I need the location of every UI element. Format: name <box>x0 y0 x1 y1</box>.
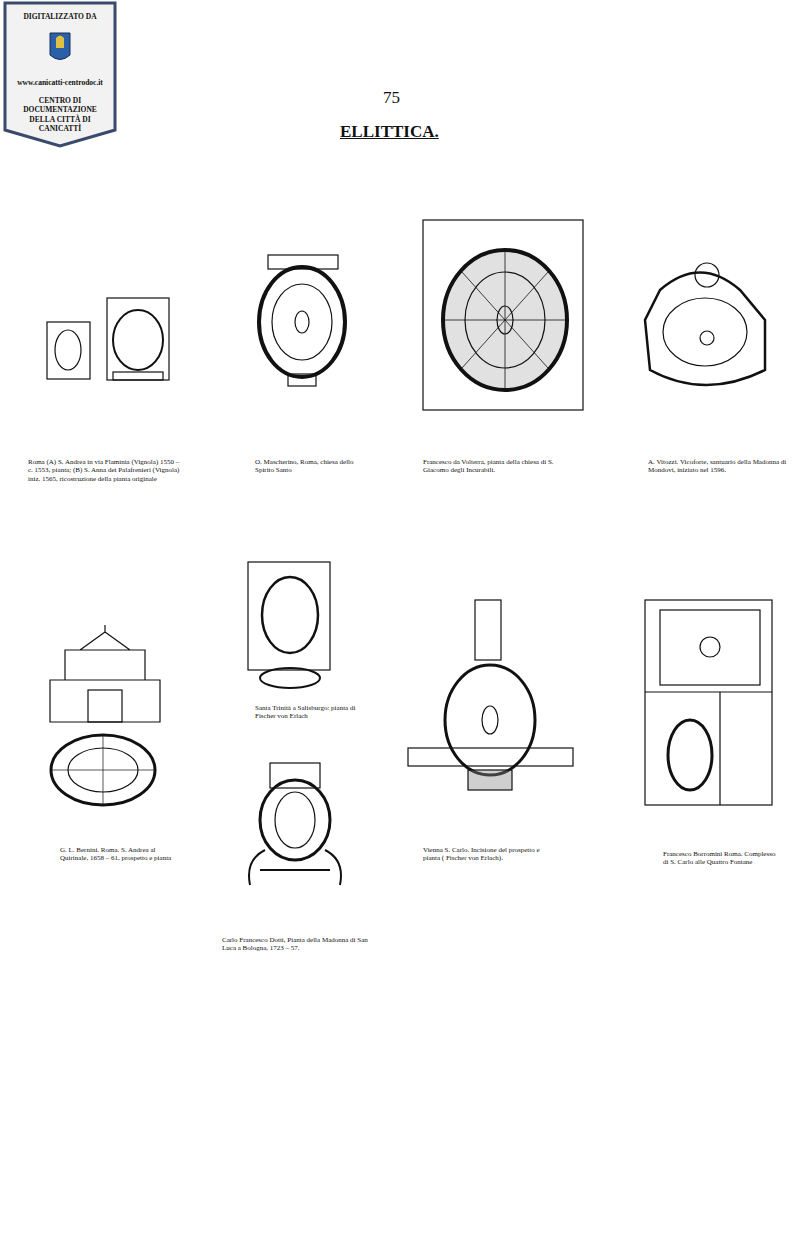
church-plan <box>408 748 573 766</box>
stamp-shield <box>5 3 115 146</box>
figure-caption: Santa Trinità a Salisburgo: pianta di Fi… <box>255 704 365 721</box>
church-plan <box>645 273 765 386</box>
church-plan <box>272 284 332 360</box>
stamp-emblem <box>50 33 70 60</box>
page-number: 75 <box>383 88 423 108</box>
church-plan <box>443 250 567 390</box>
stamp-url: www.canicatti-centrodoc.it <box>8 78 112 87</box>
page-title: ELLITTICA. <box>340 122 439 142</box>
church-plan <box>700 331 714 345</box>
church-plan <box>113 310 163 370</box>
church-plan <box>248 562 330 670</box>
church-plan <box>668 720 712 790</box>
church-plan <box>262 577 318 653</box>
figure-caption: Vienna S. Carlo. Incisione del prospetto… <box>423 846 553 863</box>
figure-caption: O. Mascherino, Roma, chiesa dello Spirit… <box>255 458 365 475</box>
church-plan <box>107 298 169 380</box>
church-plan <box>645 692 772 805</box>
church-plan <box>660 610 760 685</box>
stamp-text: DIGITALIZZATO DA <box>10 12 110 21</box>
church-plan <box>288 374 316 386</box>
church-plan <box>445 665 535 775</box>
church-plan <box>663 298 747 366</box>
figure-caption: Francesco Borromini Roma. Complesso di S… <box>663 850 778 867</box>
figure-caption: Carlo Francesco Dotti, Pianta della Mado… <box>222 936 382 953</box>
figure-caption: Roma (A) S. Andrea in via Flaminia (Vign… <box>28 458 180 483</box>
stamp-text: CENTRO DI DOCUMENTAZIONE DELLA CITTÀ DI … <box>10 96 110 134</box>
church-plan <box>47 322 90 379</box>
church-plan <box>468 770 512 790</box>
church-plan <box>259 267 345 377</box>
church-plan <box>113 372 163 380</box>
church-plan <box>51 735 155 805</box>
stamp-emblem <box>56 36 64 49</box>
church-plan <box>482 706 498 734</box>
church-plan <box>260 780 330 860</box>
church-plan <box>51 735 155 805</box>
church-plan <box>260 668 320 688</box>
church-plan <box>249 850 341 885</box>
figure-caption: A. Vitozzi. Vicoforte, santuario della M… <box>648 458 793 475</box>
figure-caption: Francesco da Volterra, pianta della chie… <box>423 458 568 475</box>
church-plan <box>700 637 720 657</box>
church-plan <box>295 311 309 333</box>
figure-caption: G. L. Bernini. Roma. S. Andrea al Quirin… <box>60 846 185 863</box>
church-plan <box>645 600 772 805</box>
church-plan <box>475 600 501 660</box>
church-plan <box>695 263 719 287</box>
church-plan <box>443 250 567 390</box>
church-plan <box>275 792 315 848</box>
church-facade <box>88 690 122 722</box>
church-plan <box>55 330 81 370</box>
church-facade <box>50 625 160 722</box>
church-plan <box>423 220 583 410</box>
